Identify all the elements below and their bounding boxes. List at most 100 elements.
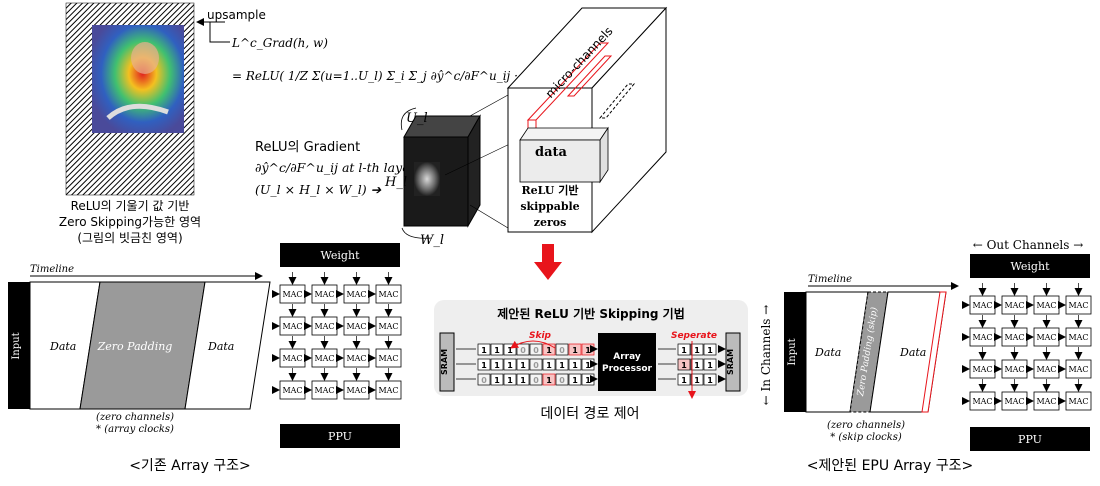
mac-cell — [1065, 359, 1092, 379]
mac-label: MAC — [1036, 301, 1056, 310]
data-cell — [477, 343, 491, 356]
data-cell — [490, 343, 504, 356]
red-down-arrow — [534, 244, 562, 280]
mac-label: MAC — [1036, 365, 1056, 374]
upsample-bracket — [209, 21, 230, 43]
sram-right-label: SRAM — [726, 349, 735, 375]
left-ppu-label: PPU — [328, 430, 352, 443]
data-cell-value: 1 — [572, 346, 578, 355]
mac-cell — [1065, 327, 1092, 347]
relu-caption-1: ReLU 기반 — [522, 183, 579, 197]
data-cell-value: 1 — [585, 346, 591, 355]
data-cell — [490, 373, 504, 386]
data-cell-value: 1 — [546, 376, 552, 385]
data-cell-value: 0 — [533, 361, 539, 370]
mac-cell — [1065, 295, 1092, 315]
right-note-2: * (skip clocks) — [830, 432, 902, 443]
out-cell — [677, 343, 691, 356]
mac-label: MAC — [282, 290, 302, 299]
data-cell — [516, 343, 530, 356]
out-cell-value: 1 — [694, 376, 700, 385]
skip-arrow — [510, 340, 556, 349]
sram-left-label: SRAM — [440, 349, 449, 375]
mac-label: MAC — [282, 322, 302, 331]
out-cell-value: 1 — [681, 376, 687, 385]
data-cell — [555, 373, 569, 386]
data-cell — [503, 343, 517, 356]
mac-label: MAC — [1004, 397, 1024, 406]
data-cell — [529, 358, 543, 371]
mac-label: MAC — [1004, 365, 1024, 374]
left-ppu-box — [280, 424, 400, 448]
mac-label: MAC — [972, 333, 992, 342]
out-cell-value: 1 — [707, 376, 713, 385]
left-data-label-1: Data — [49, 340, 76, 353]
left-note-1: (zero channels) — [96, 412, 174, 423]
gradient-line1: ReLU의 Gradient — [255, 140, 360, 155]
mac-label: MAC — [314, 290, 334, 299]
data-cell-value: 1 — [507, 376, 513, 385]
data-cell-value: 1 — [520, 376, 526, 385]
right-data-label-1: Data — [814, 346, 841, 359]
data-cell — [516, 358, 530, 371]
array-processor-label-2: Processor — [602, 364, 653, 374]
out-cell — [677, 358, 691, 371]
array-processor-label-1: Array — [613, 352, 641, 362]
out-cell — [690, 373, 704, 386]
mac-label: MAC — [314, 386, 334, 395]
cube-label-u: U_l — [406, 111, 428, 126]
data-cell-value: 1 — [572, 376, 578, 385]
image-caption-1: ReLU의 기울기 값 기반 — [71, 199, 190, 213]
mac-label: MAC — [378, 290, 398, 299]
out-cell-value: 1 — [681, 361, 687, 370]
left-input-label: Input — [11, 332, 22, 359]
middle-caption: 데이터 경로 제어 — [540, 406, 639, 422]
mac-label: MAC — [972, 301, 992, 310]
data-cell — [503, 373, 517, 386]
mac-label: MAC — [972, 397, 992, 406]
data-cell-value: 1 — [572, 361, 578, 370]
data-cell-value: 0 — [533, 346, 539, 355]
right-input-label: Input — [787, 338, 798, 365]
mac-cell — [375, 316, 402, 336]
right-data-label-2: Data — [899, 346, 926, 359]
formula-lhs: L^c_Grad(h, w) — [231, 36, 328, 50]
image-caption-2: Zero Skipping가능한 영역 — [59, 215, 201, 229]
mac-label: MAC — [346, 290, 366, 299]
mac-label: MAC — [346, 386, 366, 395]
data-cell-value: 1 — [507, 346, 513, 355]
formula-rhs: = ReLU( 1/Z Σ(u=1..U_l) Σ_i Σ_j ∂ŷ^c/∂F^… — [232, 69, 581, 83]
left-weight-box — [280, 243, 400, 267]
gradient-line2: ∂ŷ^c/∂F^u_ij at l-th layer — [255, 160, 417, 175]
mac-label: MAC — [314, 354, 334, 363]
mac-label: MAC — [378, 322, 398, 331]
left-timeline-label: Timeline — [30, 264, 74, 275]
data-cell-value: 1 — [494, 376, 500, 385]
skipping-title: 제안된 ReLU 기반 Skipping 기법 — [497, 306, 685, 321]
mac-label: MAC — [282, 354, 302, 363]
skip-label: Skip — [529, 331, 552, 341]
data-cell — [542, 373, 556, 386]
data-cell-value: 1 — [559, 361, 565, 370]
data-cell — [477, 373, 491, 386]
cube-label-w: W_l — [420, 233, 444, 248]
data-cell — [568, 373, 582, 386]
data-cell-value: 1 — [585, 376, 591, 385]
gradcam-image — [65, 2, 195, 196]
data-cell-value: 0 — [533, 376, 539, 385]
data-cell — [568, 343, 582, 356]
right-note-1: (zero channels) — [827, 420, 905, 431]
data-cell-value: 1 — [520, 361, 526, 370]
in-channels-label: ← In Channels → — [759, 305, 773, 406]
image-caption-3: (그림의 빗금친 영역) — [77, 231, 182, 245]
mac-label: MAC — [378, 354, 398, 363]
left-caption: <기존 Array 구조> — [129, 458, 251, 474]
out-cell-value: 1 — [707, 346, 713, 355]
out-cell — [677, 373, 691, 386]
out-cell-value: 1 — [681, 346, 687, 355]
mac-label: MAC — [1036, 397, 1056, 406]
out-cell — [703, 358, 717, 371]
data-cell-value: 1 — [546, 346, 552, 355]
